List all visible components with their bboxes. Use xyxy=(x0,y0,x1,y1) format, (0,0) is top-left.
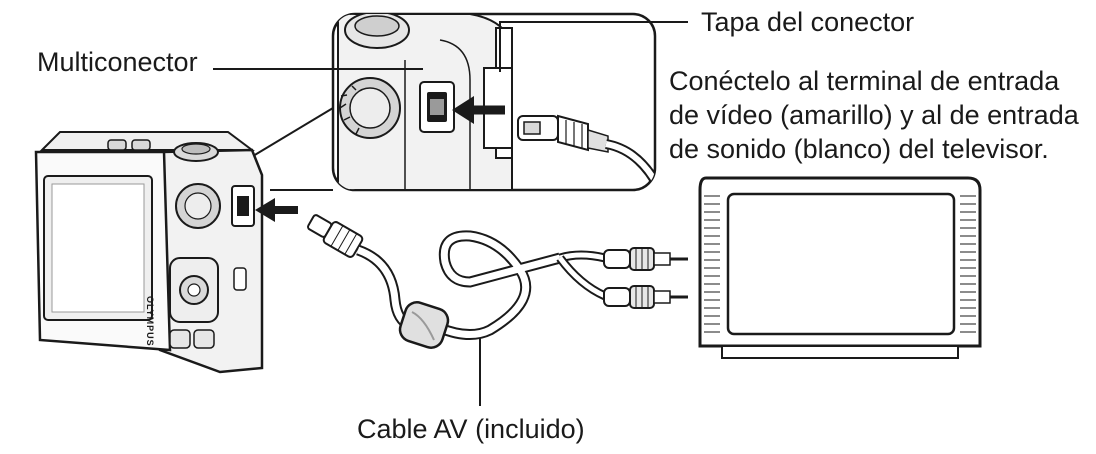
inset-zoom xyxy=(331,12,657,192)
television xyxy=(698,176,982,359)
instruction-line: Conéctelo al terminal de entrada xyxy=(669,66,1060,96)
camera-brand-text: OLYMPUS xyxy=(145,296,155,347)
instruction-line: de vídeo (amarillo) y al de entrada xyxy=(669,100,1079,130)
insert-arrow-camera xyxy=(255,198,298,222)
label-instructions: Conéctelo al terminal de entrada de víde… xyxy=(669,64,1079,166)
label-cable-av: Cable AV (incluido) xyxy=(357,414,585,444)
label-multiconector: Multiconector xyxy=(37,47,198,77)
av-cable xyxy=(307,214,688,349)
label-tapa-conector: Tapa del conector xyxy=(701,7,915,37)
digital-camera: OLYMPUS xyxy=(34,131,264,374)
instruction-line: de sonido (blanco) del televisor. xyxy=(669,134,1049,164)
